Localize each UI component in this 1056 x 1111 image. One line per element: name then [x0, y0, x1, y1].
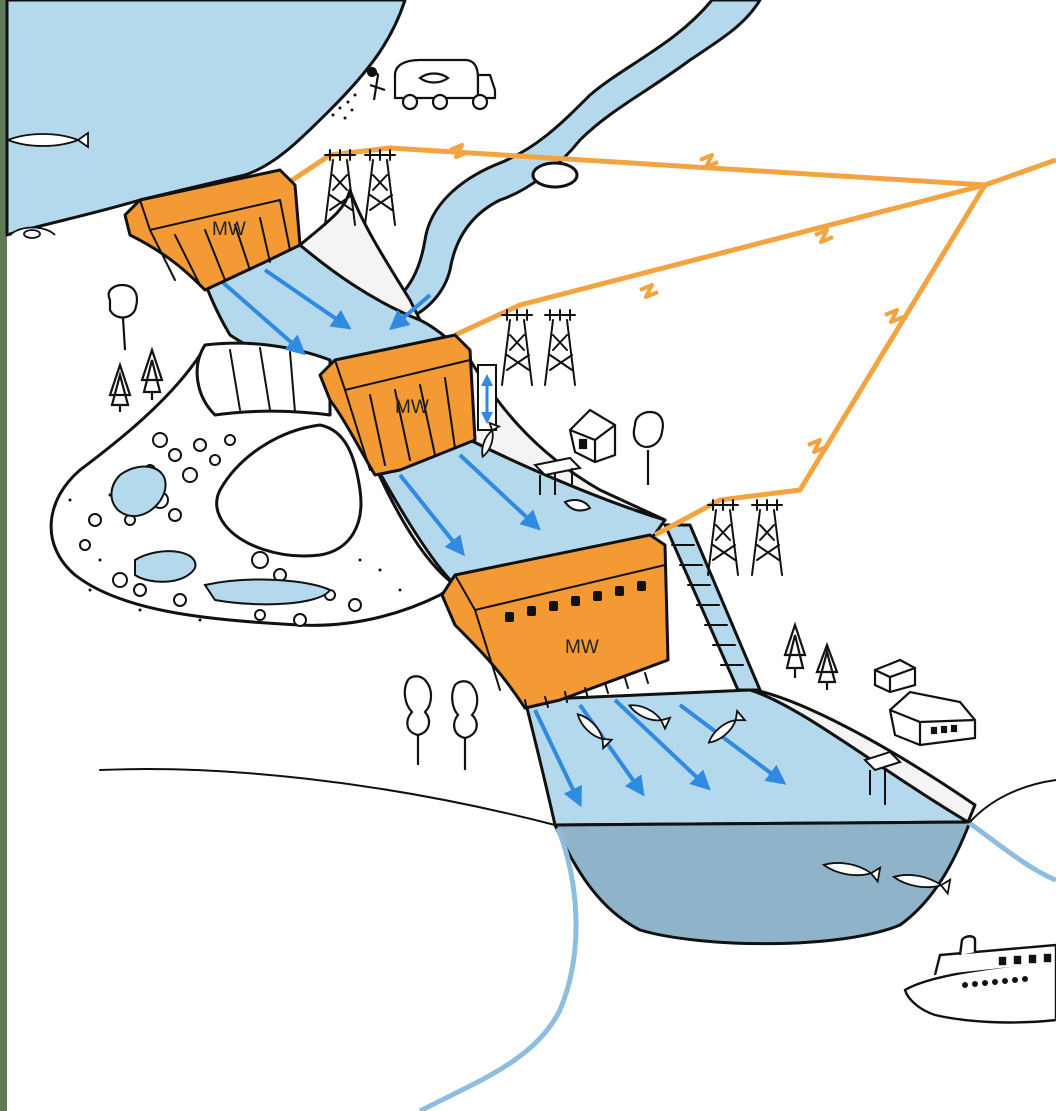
pylon-icon	[708, 500, 738, 575]
house-icon	[890, 692, 975, 745]
tree-icon	[110, 365, 130, 412]
power-plant-3-label: MW	[565, 637, 599, 658]
outflow-stream-right	[968, 822, 1056, 880]
pylon-pair-middle	[502, 310, 575, 385]
tree-icon	[452, 681, 477, 770]
shoreline	[100, 769, 555, 825]
fish-ladder-icon	[665, 525, 760, 690]
pylon-pair-lower	[708, 500, 782, 575]
power-line-icon	[655, 185, 985, 535]
power-line-icon	[285, 148, 1056, 185]
outflow-stream-left	[420, 828, 576, 1111]
house-icon	[570, 410, 615, 462]
tree-icon	[142, 350, 162, 400]
tree-icon	[785, 625, 805, 678]
power-plant-2-label: MW	[395, 397, 429, 418]
power-plant-1-label: MW	[212, 219, 246, 240]
tree-icon	[405, 676, 431, 765]
pylon-icon	[365, 150, 395, 225]
pylon-icon	[545, 310, 575, 385]
old-dam-wall	[197, 343, 330, 415]
tree-icon	[817, 645, 837, 690]
pylon-icon	[502, 310, 532, 385]
shoreline-right	[970, 780, 1056, 822]
pylon-icon	[752, 500, 782, 575]
truck-icon	[368, 60, 495, 109]
tree-icon	[634, 412, 663, 485]
river-island	[533, 163, 577, 187]
boat-icon	[905, 936, 1056, 1022]
house-icon	[875, 660, 915, 692]
tree-icon	[109, 285, 137, 350]
